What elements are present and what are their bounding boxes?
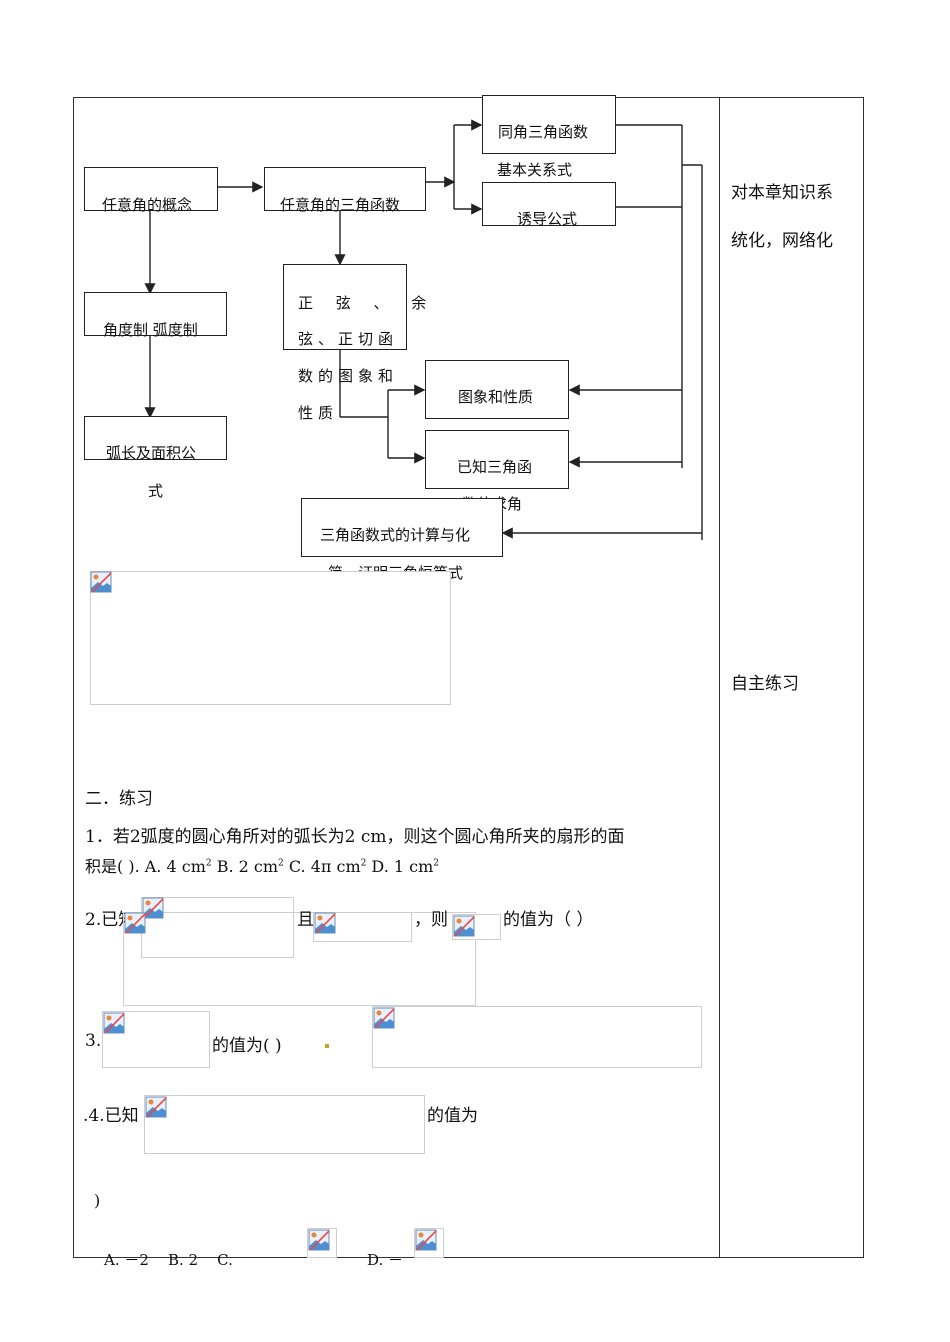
q2-formula-frame-4 (452, 914, 501, 940)
broken-image-icon (415, 1229, 437, 1251)
q3-dot (325, 1044, 329, 1048)
q2-text-c: ，则 (414, 910, 448, 930)
node-induction-label: 诱导公式 (517, 210, 578, 228)
node-sine-label-3: 数的图象和 (298, 367, 399, 385)
node-angle-concept (84, 167, 218, 211)
broken-image-icon (314, 912, 336, 934)
q4-closing-paren: ) (94, 1191, 101, 1210)
q4-text-a: .4.已知 (83, 1106, 139, 1126)
missing-image-frame (90, 571, 451, 705)
node-sine-cosine (283, 264, 407, 350)
q1-option-b: B. 2 cm (211, 857, 279, 876)
q3-text-a: 3. (85, 1031, 102, 1051)
node-arc-area-label: 弧长及面积公 (106, 444, 197, 462)
broken-image-icon (373, 1007, 395, 1029)
node-induction (482, 182, 616, 226)
node-angle-concept-label: 任意角的概念 (102, 196, 193, 214)
diagram-connectors (144, 119, 703, 540)
q1-option-c: C. 4π cm (283, 857, 361, 876)
broken-image-icon (142, 897, 164, 919)
sidebar-note-2: 自主练习 (731, 674, 799, 694)
q4-option-d: D. － (367, 1251, 404, 1269)
q1-option-d: D. 1 cm (366, 857, 434, 876)
node-arc-area (84, 416, 227, 460)
node-degree-radian-label: 角度制 弧度制 (103, 321, 198, 339)
node-same-angle-label-2: 基本关系式 (497, 161, 573, 179)
column-divider (719, 97, 720, 1257)
node-calc-label: 三角函数式的计算与化 (320, 526, 471, 544)
node-graph-properties-label: 图象和性质 (458, 388, 534, 406)
node-sine-label-4: 性质 (298, 404, 339, 422)
q1-sup-a: 2 (205, 858, 212, 869)
node-arc-area-label-2: 式 (148, 482, 164, 500)
node-same-angle-label: 同角三角函数 (498, 123, 589, 141)
q2-text-b: 且 (297, 910, 314, 930)
sidebar-note-1b: 统化，网络化 (731, 231, 833, 251)
q2-text-a: 2.已知 (85, 910, 136, 930)
node-sine-label-1: 正 弦 、 余 (298, 294, 436, 312)
broken-image-icon (145, 1096, 167, 1118)
broken-image-icon (308, 1229, 330, 1251)
node-trig-function-label: 任意角的三角函数 (280, 196, 401, 214)
q4-formula-frame (144, 1095, 425, 1154)
q1-line-2: 积是( ). A. 4 cm2 B. 2 cm2 C. 4π cm2 D. 1 … (85, 853, 439, 877)
table-frame (73, 97, 864, 1258)
node-degree-radian (84, 292, 227, 336)
sidebar-note-1a: 对本章知识系 (731, 183, 833, 203)
q2-formula-frame-2 (123, 912, 476, 1006)
broken-image-icon (124, 912, 146, 934)
broken-image-icon (90, 571, 112, 593)
node-graph-properties (425, 360, 569, 419)
q4-options: A. －2 B. 2 C. (104, 1251, 233, 1269)
node-sine-label-2: 弦、正切函 (298, 330, 399, 348)
q1-option-a: 积是( ). A. 4 cm (85, 857, 206, 876)
q1-sup-c: 2 (360, 858, 367, 869)
q1-sup-d: 2 (433, 858, 439, 869)
q1-line-1: 1．若2弧度的圆心角所对的弧长为2 cm，则这个圆心角所夹的扇形的面 (85, 827, 625, 847)
q3-text-b: 的值为( ) (212, 1036, 282, 1056)
q3-formula-frame-2 (372, 1006, 702, 1068)
node-known-value (425, 430, 569, 489)
node-calc-simplify (301, 498, 503, 557)
node-same-angle (482, 95, 616, 154)
exercise-heading: 二．练习 (85, 789, 153, 809)
q4-text-b: 的值为 (427, 1106, 478, 1126)
broken-image-icon (103, 1012, 125, 1034)
node-known-value-label: 已知三角函 (457, 458, 533, 476)
q1-sup-b: 2 (278, 858, 284, 869)
q2-text-d: 的值为（ ） (503, 910, 594, 930)
node-trig-function (264, 167, 426, 211)
broken-image-icon (453, 915, 475, 937)
